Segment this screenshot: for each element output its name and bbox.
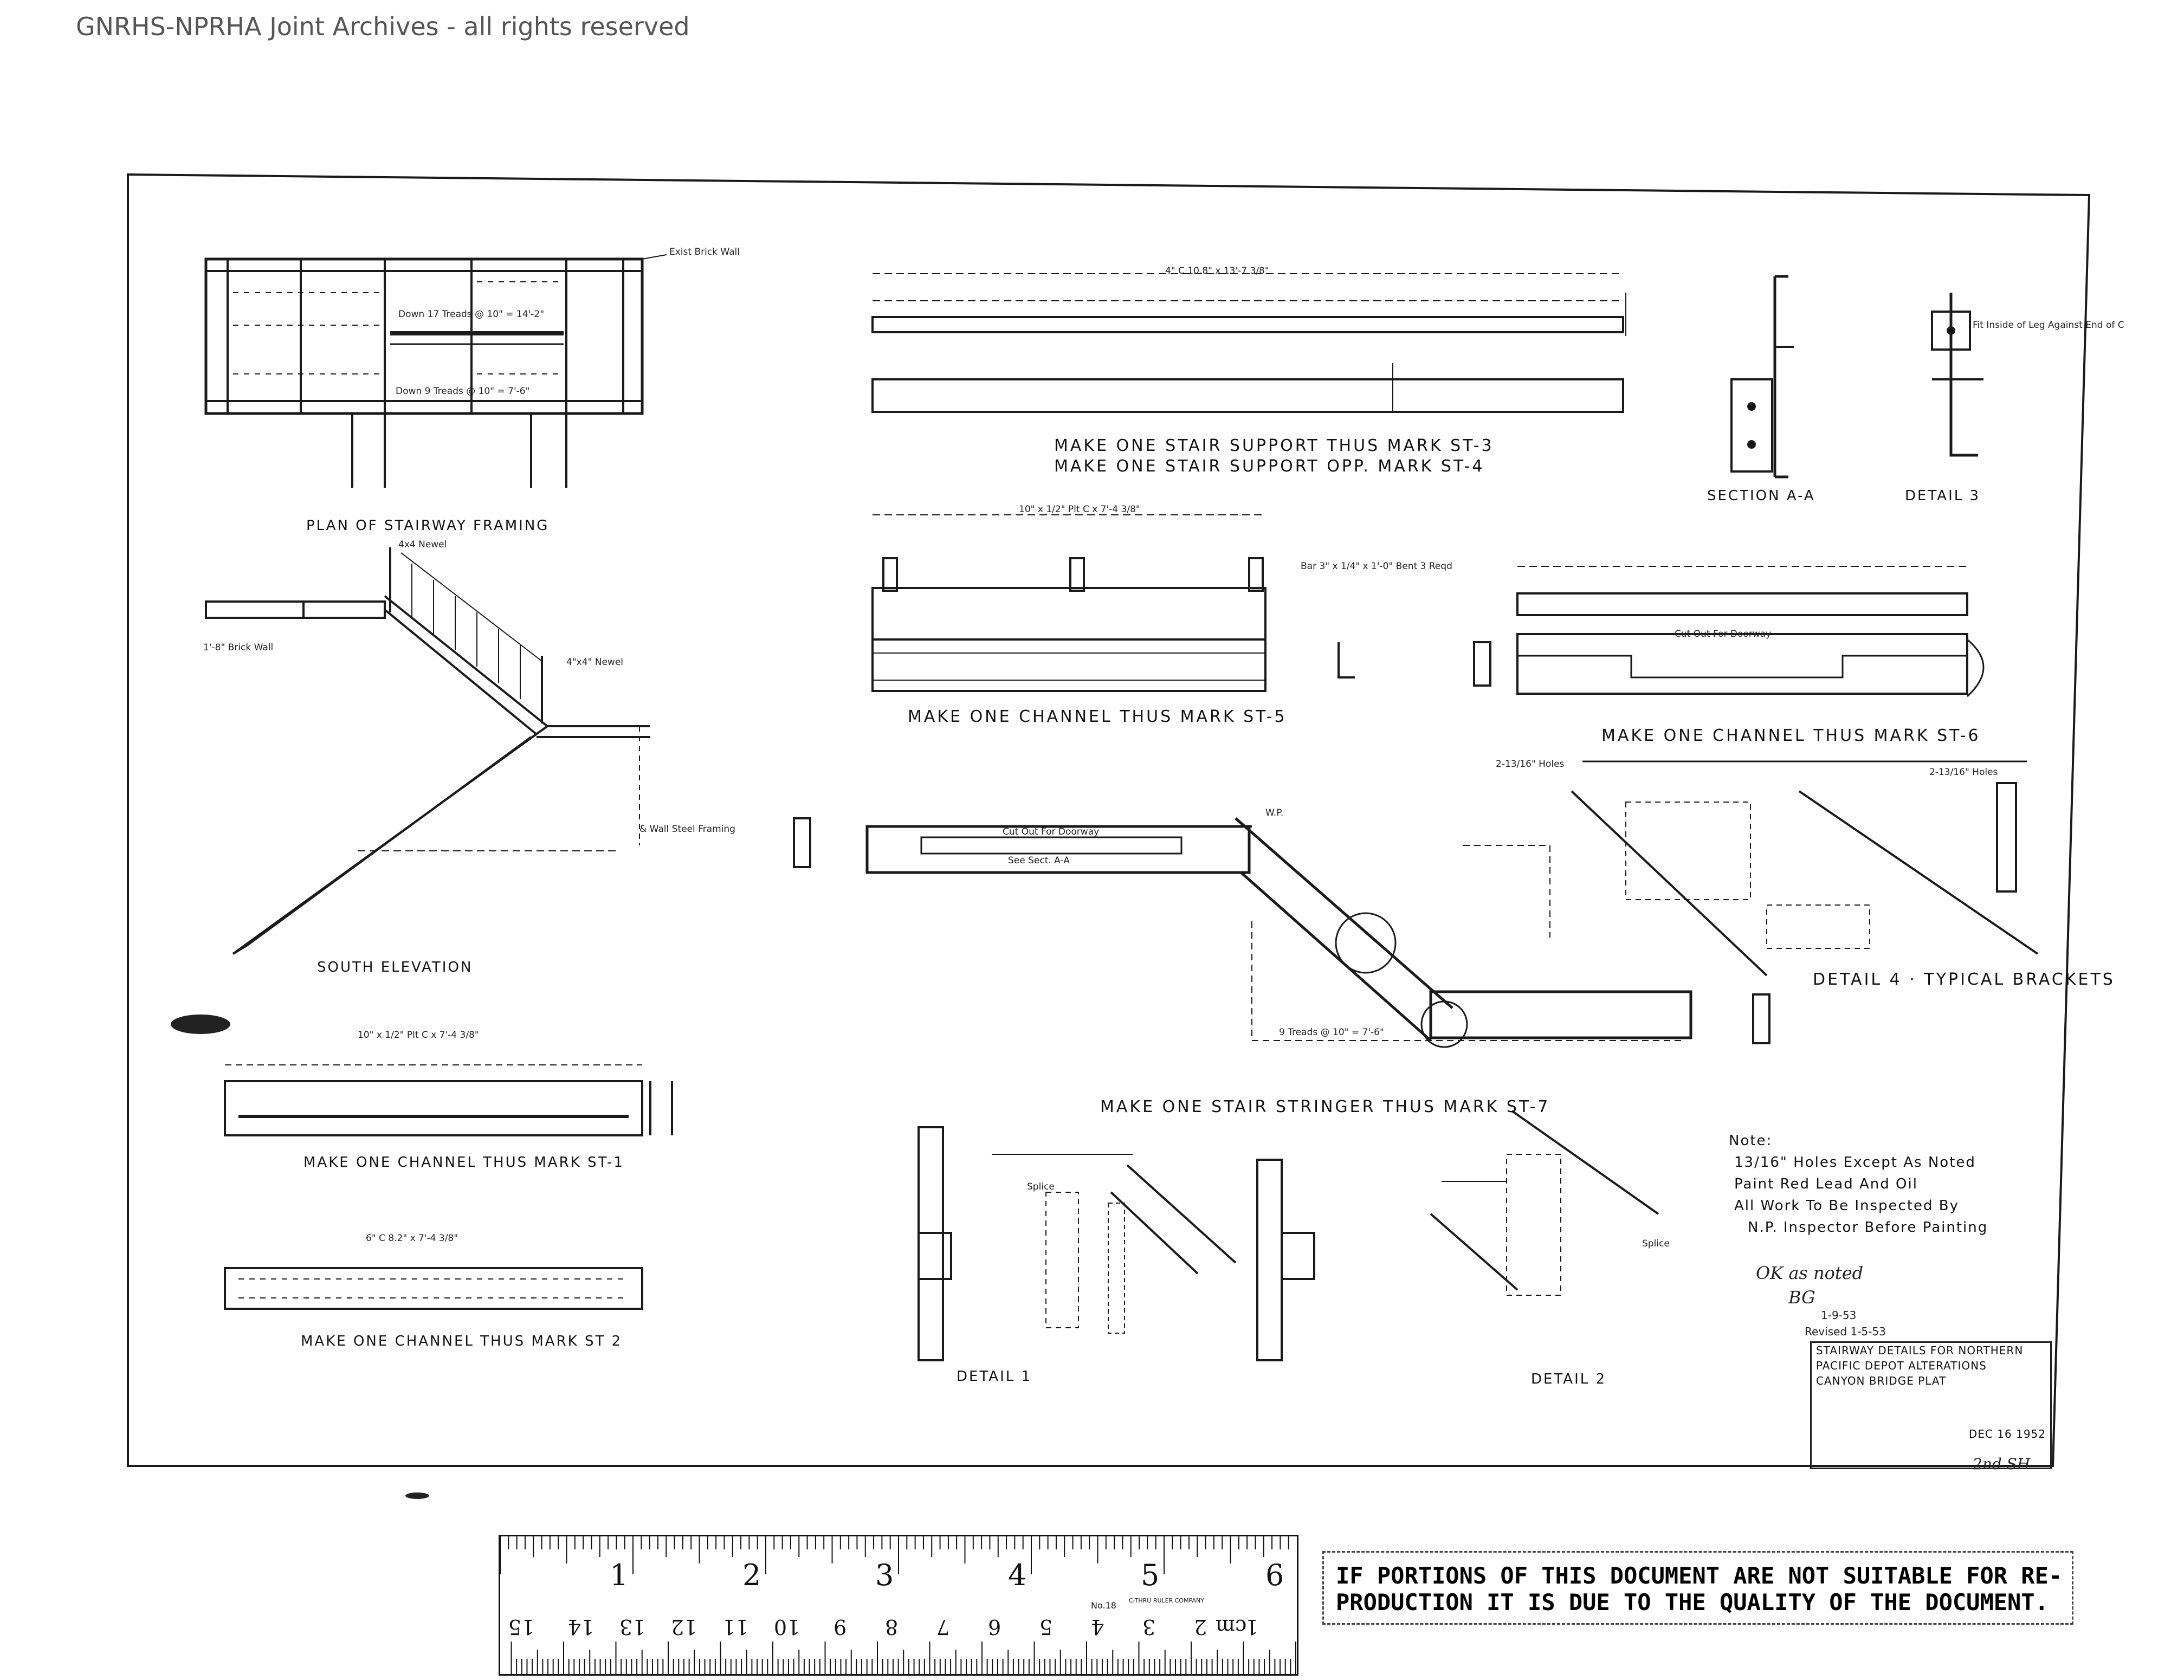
- callout-splice-1: Splice: [1027, 1181, 1055, 1192]
- callout-holes-right: 2-13/16" Holes: [1929, 767, 1998, 778]
- sheet-number: 2nd SH: [1973, 1455, 2031, 1473]
- title-block-line-3: Canyon Bridge Plat: [1816, 1374, 1947, 1387]
- ruler-model: No.18: [1091, 1600, 1116, 1611]
- approval-date: 1-9-53: [1821, 1309, 1857, 1322]
- st4-title: Make One Stair Support Opp. Mark ST-4: [1054, 457, 1485, 476]
- ruler-cm-2: 2: [1194, 1615, 1207, 1639]
- ruler-ticks: [500, 1536, 1296, 1674]
- callout-st2-plate: 6" C 8.2" x 7'-4 3/8": [366, 1233, 458, 1244]
- ruler-cm-12: 12: [671, 1615, 697, 1639]
- callout-bar-bent: Bar 3" x 1/4" x 1'-0" Bent 3 Reqd: [1301, 561, 1452, 572]
- ruler-cm-11: 11: [722, 1615, 749, 1639]
- notes-line-2: Paint Red Lead And Oil: [1734, 1176, 1918, 1192]
- south-elevation-title: South Elevation: [317, 959, 473, 975]
- ruler-inch-2: 2: [742, 1558, 761, 1592]
- callout-st1-plate: 10" x 1/2" Plt C x 7'-4 3/8": [358, 1030, 479, 1041]
- st2-title: Make One Channel Thus Mark ST 2: [301, 1333, 623, 1349]
- reproduction-disclaimer: IF PORTIONS OF THIS DOCUMENT ARE NOT SUI…: [1322, 1551, 2073, 1625]
- ruler-cm-5: 5: [1039, 1615, 1053, 1639]
- st7-title: Make One Stair Stringer Thus Mark ST-7: [1100, 1097, 1550, 1116]
- ruler-inch-6: 6: [1265, 1558, 1284, 1592]
- ruler-cm-13: 13: [619, 1615, 646, 1639]
- title-block: Stairway Details For Northern Pacific De…: [1810, 1341, 2052, 1469]
- callout-newel-2: 4"x4" Newel: [566, 657, 623, 668]
- detail-2-title: Detail 2: [1531, 1371, 1607, 1387]
- callout-wp: W.P.: [1265, 807, 1284, 818]
- title-block-date: Dec 16 1952: [1968, 1427, 2046, 1440]
- st3-title: Make One Stair Support Thus Mark ST-3: [1054, 436, 1494, 455]
- callout-down-17-treads: Down 17 Treads @ 10" = 14'-2": [398, 309, 545, 320]
- ruler-maker: C-THRU RULER COMPANY: [1129, 1597, 1204, 1604]
- approval-note: OK as noted: [1756, 1263, 1864, 1283]
- callout-cut-out-st7: Cut Out For Doorway: [1003, 826, 1100, 837]
- st1-title: Make One Channel Thus Mark ST-1: [303, 1154, 624, 1171]
- detail-3-title: Detail 3: [1905, 488, 1981, 504]
- scale-ruler: 1 2 3 4 5 6 No.18 C-THRU RULER COMPANY 1…: [499, 1535, 1298, 1676]
- callout-st-length: 4" C 10.8" x 13'-7 3/8": [1165, 266, 1269, 276]
- title-block-line-1: Stairway Details For Northern: [1816, 1344, 2024, 1357]
- notes-line-3: All Work To Be Inspected By: [1734, 1198, 1960, 1214]
- callout-fit-inside: Fit Inside of Leg Against End of C: [1973, 320, 2124, 331]
- ruler-cm-15: 15: [508, 1615, 535, 1639]
- ruler-cm-4: 4: [1091, 1615, 1104, 1639]
- callout-wall-framing: & Wall Steel Framing: [639, 824, 735, 835]
- notes-line-1: 13/16" Holes Except As Noted: [1734, 1154, 1976, 1171]
- disclaimer-line-2: PRODUCTION IT IS DUE TO THE QUALITY OF T…: [1336, 1589, 2049, 1616]
- ruler-cm-14: 14: [568, 1615, 595, 1639]
- callout-holes-left: 2-13/16" Holes: [1496, 759, 1565, 770]
- ruler-cm-6: 6: [988, 1615, 1001, 1639]
- disclaimer-line-1: IF PORTIONS OF THIS DOCUMENT ARE NOT SUI…: [1336, 1562, 2063, 1589]
- st6-title: Make One Channel Thus Mark ST-6: [1601, 726, 1981, 745]
- callout-newel-1: 4x4 Newel: [398, 539, 447, 550]
- ruler-inch-4: 4: [1008, 1558, 1027, 1592]
- callout-brick-wall: 1'-8" Brick Wall: [203, 642, 274, 653]
- title-block-line-2: Pacific Depot Alterations: [1816, 1359, 1987, 1372]
- revised-date: Revised 1-5-53: [1805, 1325, 1886, 1338]
- callout-down-9-treads: Down 9 Treads @ 10" = 7'-6": [396, 386, 530, 397]
- detail-1-title: Detail 1: [957, 1368, 1032, 1385]
- ruler-cm-7: 7: [936, 1615, 950, 1639]
- section-aa-title: Section A-A: [1707, 488, 1815, 504]
- ruler-cm-10: 10: [774, 1615, 800, 1639]
- detail-4-title: Detail 4 · Typical Brackets: [1813, 970, 2115, 989]
- notes-line-4: N.P. Inspector Before Painting: [1748, 1219, 1988, 1236]
- callout-exist-brick-wall: Exist Brick Wall: [669, 247, 740, 257]
- callout-cut-out-st6: Cut Out For Doorway: [1675, 629, 1772, 639]
- ruler-inch-3: 3: [875, 1558, 894, 1592]
- callout-st5-plate: 10" x 1/2" Plt C x 7'-4 3/8": [1019, 504, 1140, 515]
- st5-title: Make One Channel Thus Mark ST-5: [908, 707, 1287, 726]
- ruler-cm-3: 3: [1142, 1615, 1156, 1639]
- ruler-cm-8: 8: [885, 1615, 899, 1639]
- ruler-inch-5: 5: [1141, 1558, 1160, 1592]
- plan-view-title: Plan of Stairway Framing: [306, 518, 550, 534]
- callout-splice-2: Splice: [1642, 1238, 1670, 1249]
- notes-heading: Note:: [1729, 1133, 1773, 1149]
- ruler-cm-unit: cm: [1216, 1615, 1247, 1639]
- callout-nine-treads: 9 Treads @ 10" = 7'-6": [1279, 1027, 1384, 1038]
- approval-initials: BG: [1788, 1287, 1815, 1308]
- ruler-cm-9: 9: [833, 1615, 847, 1639]
- archive-watermark: GNRHS-NPRHA Joint Archives - all rights …: [76, 12, 690, 41]
- ruler-cm-1: 1: [1245, 1615, 1259, 1639]
- ruler-inch-1: 1: [610, 1558, 629, 1592]
- callout-see-sect: See Sect. A-A: [1008, 855, 1070, 866]
